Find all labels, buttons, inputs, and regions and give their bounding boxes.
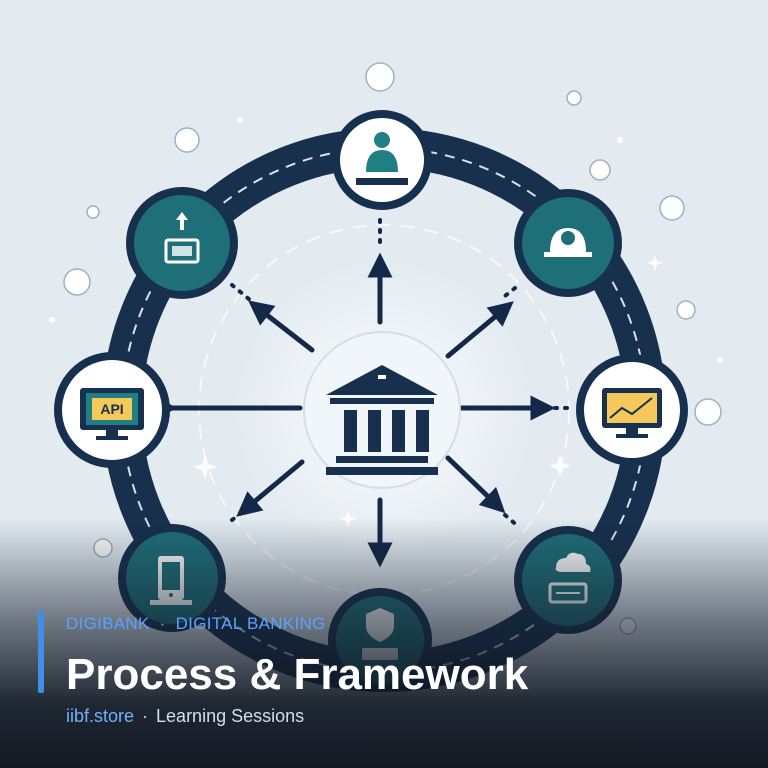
arrow-upper-left — [248, 300, 315, 353]
building-icon — [694, 398, 722, 426]
dotted-connectors — [168, 218, 572, 530]
site-link[interactable]: iibf.store — [66, 706, 135, 726]
accent-bar — [38, 611, 44, 693]
node-upper-left — [126, 187, 238, 299]
arrow-lower-right — [445, 455, 506, 514]
tags-row: DIGIBANK · DIGITAL BANKING — [66, 612, 746, 636]
api-label: API — [100, 401, 123, 417]
compass-icon — [659, 195, 685, 221]
arrow-upper-right — [445, 301, 514, 359]
api-monitor-icon: API — [80, 388, 144, 440]
node-left: API — [54, 352, 170, 468]
chat-icon — [63, 268, 91, 296]
info-icon — [676, 300, 696, 320]
document-icon — [365, 62, 395, 92]
tablet-transfer-icon — [164, 212, 200, 264]
monitor-chart-icon — [602, 388, 662, 438]
node-top — [332, 110, 432, 210]
link-icon — [589, 159, 611, 181]
coin-icon — [566, 90, 582, 106]
node-upper-right — [514, 189, 622, 297]
arrow-lower-left — [236, 459, 305, 517]
tag-separator: · — [159, 614, 166, 633]
caption: DIGIBANK · DIGITAL BANKING Process & Frame… — [66, 612, 746, 728]
hub-node — [303, 331, 461, 489]
footer-separator: · — [142, 706, 149, 726]
page-title: Process & Framework — [66, 650, 529, 699]
tag-digital-banking: DIGITAL BANKING — [175, 614, 326, 633]
dot-icon — [86, 205, 100, 219]
gear-icon — [174, 127, 200, 153]
info-small-icon — [93, 538, 113, 558]
agent-headset-icon — [544, 228, 592, 257]
person-at-desk-icon — [356, 132, 408, 185]
footer-label: Learning Sessions — [156, 706, 305, 726]
bank-icon — [326, 365, 438, 475]
node-right — [576, 354, 688, 466]
tag-digibank: DIGIBANK — [66, 614, 150, 633]
footer-row: iibf.store · Learning Sessions — [66, 704, 746, 728]
